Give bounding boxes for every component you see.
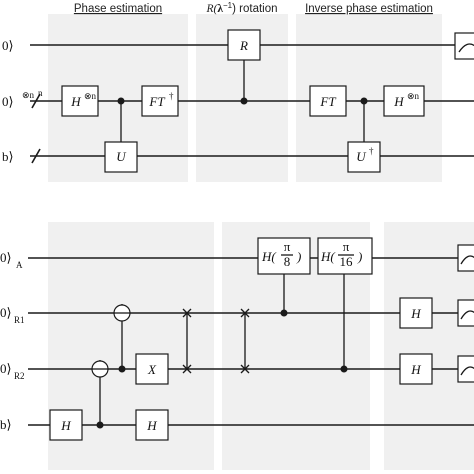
gate-hadamard-n-2-label: H [393, 94, 404, 109]
gate-h-r2-label: H [410, 362, 421, 377]
gate-h-pi16-suffix: ) [357, 249, 362, 264]
gate-h-pi8-den: 8 [284, 254, 291, 269]
control-dot-r [240, 97, 248, 105]
label-r2-sub: R2 [14, 371, 25, 381]
gate-u [104, 141, 138, 173]
cnot-target-r2 [91, 360, 109, 378]
gate-hadamard-n [61, 85, 99, 117]
gate-h-pi8 [257, 237, 311, 275]
bundle-slash-b [31, 148, 41, 164]
gate-h-b [49, 409, 83, 441]
control-dot-h-pi16 [340, 365, 348, 373]
gate-h-pi16 [317, 237, 373, 275]
gate-u-dagger-label: U [356, 149, 367, 164]
label-r1-sub: R1 [14, 315, 25, 325]
label-a: 0⟩ [0, 250, 12, 265]
bundle-n-label: n [38, 88, 43, 98]
gate-h-b-label: H [60, 418, 71, 433]
label-ancilla: 0⟩ [2, 38, 14, 53]
swap-gate-1 [182, 308, 192, 374]
gate-hadamard-n-2 [383, 85, 425, 117]
label-b-bottom: b⟩ [0, 417, 12, 432]
measurement-icon-r1 [457, 299, 474, 327]
cnot-control-r2 [118, 365, 126, 373]
label-a-sub: A [16, 260, 23, 270]
gate-h-r2 [399, 353, 433, 385]
gate-hadamard-n-2-sup: ⊗n [407, 91, 420, 101]
section-title-phase-estimation: Phase estimation [74, 3, 162, 15]
measurement-icon-ancilla [454, 32, 474, 60]
gate-h-pi16-num: π [343, 239, 350, 254]
measurement-icon-a [457, 244, 474, 272]
gate-h-pi16-prefix: H( [320, 249, 335, 264]
control-dot-udagger [360, 97, 368, 105]
gate-inverse-ft-sup: † [169, 91, 174, 101]
label-register-sup: ⊗n [22, 90, 35, 100]
gate-h-pi8-prefix: H( [261, 249, 276, 264]
control-dot-h-pi8 [280, 309, 288, 317]
measurement-icon-r2 [457, 355, 474, 383]
gate-u-dagger [347, 141, 381, 173]
swap-gate-2 [240, 308, 250, 374]
gate-ft [309, 85, 347, 117]
rotation-title-suffix: ) rotation [232, 3, 277, 15]
gate-rotation-label: R [239, 38, 248, 53]
gate-h-pi8-num: π [284, 239, 291, 254]
gate-h-r1 [399, 297, 433, 329]
rotation-title-sup: −1 [223, 1, 233, 10]
cnot-control-b [96, 421, 104, 429]
label-r2: 0⟩ [0, 361, 12, 376]
bundle-slash-register [31, 93, 41, 109]
gate-h-b-2 [135, 409, 169, 441]
gate-h-pi8-suffix: ) [296, 249, 301, 264]
gate-u-label: U [116, 149, 127, 164]
gate-hadamard-n-sup: ⊗n [84, 91, 97, 101]
rotation-title-prefix: R( [205, 3, 218, 15]
label-b: b⟩ [2, 149, 14, 164]
control-dot-u [117, 97, 125, 105]
gate-ft-label: FT [319, 94, 336, 109]
label-register: 0⟩ [2, 94, 14, 109]
section-title-rotation: R(λ−1) rotation [205, 1, 277, 15]
gate-inverse-ft-label: FT [148, 94, 165, 109]
label-r1: 0⟩ [0, 305, 12, 320]
gate-u-dagger-sup: † [369, 146, 374, 156]
gate-h-b-2-label: H [146, 418, 157, 433]
cnot-target-r1 [113, 304, 131, 322]
section-title-inverse-phase-estimation: Inverse phase estimation [305, 3, 433, 15]
gate-h-pi16-den: 16 [340, 254, 354, 269]
gate-x-r2-label: X [147, 362, 157, 377]
gate-x-r2 [135, 353, 169, 385]
gate-h-r1-label: H [410, 306, 421, 321]
gate-rotation [227, 29, 261, 61]
rotation-title-lambda: λ [217, 3, 223, 15]
gate-hadamard-n-label: H [70, 94, 81, 109]
gate-inverse-ft [141, 85, 179, 117]
